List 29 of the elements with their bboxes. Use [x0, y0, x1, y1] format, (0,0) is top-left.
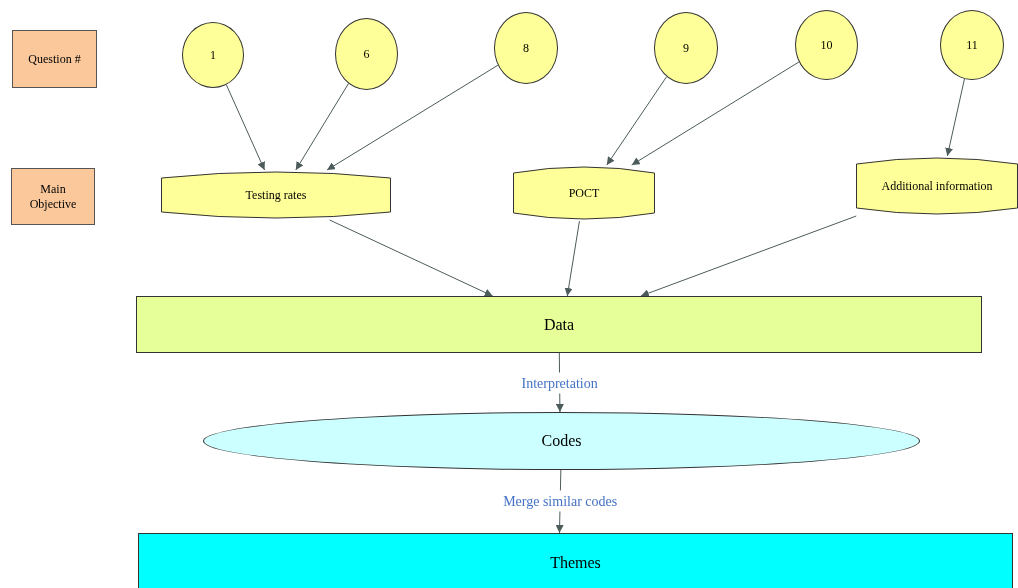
arrow: [945, 78, 965, 157]
arrow: [564, 220, 580, 297]
arrow: [295, 83, 349, 171]
node-label: 9: [683, 40, 689, 56]
node-label: 10: [820, 37, 833, 53]
data-box: [136, 296, 982, 353]
arrow: [606, 76, 668, 166]
node-label: Main Objective: [28, 181, 78, 212]
node-label: Data: [543, 314, 575, 335]
node-label: POCT: [568, 185, 600, 201]
node-label: 1: [210, 47, 216, 63]
arrow: [631, 61, 800, 166]
edge-label: Interpretation: [519, 372, 600, 393]
node-label: Themes: [550, 553, 601, 573]
arrow: [225, 84, 266, 171]
arrow: [329, 219, 494, 297]
node-label: 6: [363, 46, 370, 62]
node-label: 11: [966, 37, 978, 53]
arrow: [640, 215, 857, 297]
node-label: 8: [523, 40, 529, 56]
edge-label: Merge similar codes: [501, 491, 620, 512]
arrow: [326, 64, 499, 171]
node-label: Question #: [28, 51, 81, 67]
node-label: Codes: [541, 431, 582, 451]
label-box: [11, 168, 95, 225]
themes-box: [138, 533, 1013, 588]
label-box: [12, 30, 97, 88]
node-label: Testing rates: [245, 187, 307, 203]
node-label: Additional information: [881, 178, 993, 194]
